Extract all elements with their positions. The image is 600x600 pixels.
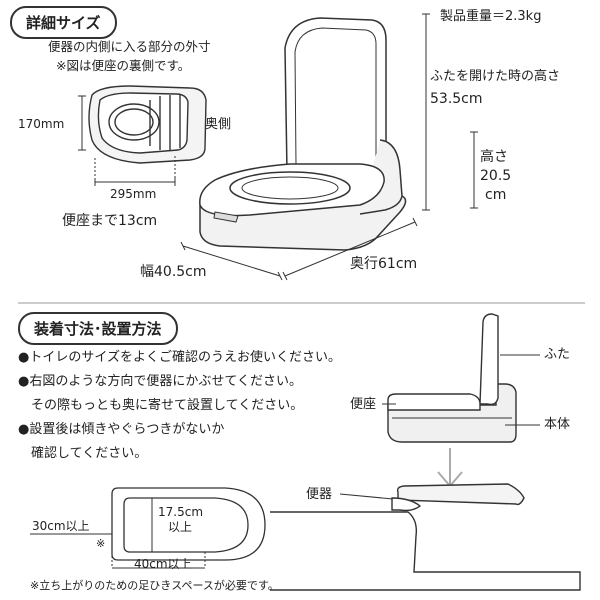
lid-open-height-value: 53.5cm: [430, 91, 483, 107]
dim-30cm-note-mark: ※: [96, 537, 106, 550]
dim-295mm-label: 295mm: [110, 187, 157, 201]
body-label: 本体: [544, 417, 571, 432]
back-side-label: 奥側: [205, 117, 232, 132]
instruction-line-2: ●右図のような方向で便器にかぶせてください。: [18, 374, 302, 389]
depth-label: 奥行61cm: [350, 256, 418, 272]
instruction-line-3: その際もっとも奥に寄せて設置してください。: [18, 398, 304, 413]
seat-label: 便座: [350, 397, 377, 412]
height-value: 20.5: [480, 168, 512, 184]
inner-dimension-desc: 便器の内側に入る部分の外寸: [48, 39, 211, 54]
dim-175cm-min: 以上: [168, 520, 193, 534]
dim-170mm-label: 170mm: [18, 117, 65, 131]
dim-175cm-label: 17.5cm: [158, 505, 204, 519]
footnote: ※立ち上がりのための足ひきスペースが必要です。: [30, 579, 279, 592]
lid-open-height-label: ふたを開けた時の高さ: [430, 69, 561, 84]
down-arrow-icon: [437, 448, 463, 488]
section-title-installation: 装着寸法･設置方法: [18, 312, 178, 345]
height-unit: cm: [485, 187, 507, 203]
product-weight: 製品重量＝2.3kg: [440, 9, 542, 24]
installed-seat-side-view: [387, 313, 517, 443]
lid-label: ふた: [544, 347, 571, 362]
to-seat-height: 便座まで13cm: [62, 213, 158, 229]
seat-underside-illustration: [88, 85, 207, 164]
dimension-lines-floor: [30, 497, 206, 569]
toilet-bowl-label: 便器: [306, 487, 333, 502]
instruction-line-4: ●設置後は傾きやぐらつきがないか: [18, 422, 225, 437]
section-title-details: 詳細サイズ: [10, 6, 117, 39]
underside-note: ※図は便座の裏側です。: [56, 58, 191, 73]
floor-plan-top-view: [111, 487, 266, 561]
toilet-bowl-side-view: [270, 483, 581, 591]
instruction-line-5: 確認してください。: [18, 446, 148, 461]
dimension-lines-main: [180, 13, 478, 281]
instruction-line-1: ●トイレのサイズをよくご確認のうえお使いください。: [18, 350, 341, 365]
dimension-lines-underside: [78, 95, 176, 186]
toilet-seat-illustration: [199, 17, 407, 251]
dim-40cm-label: 40cm以上: [134, 557, 192, 571]
dim-30cm-label: 30cm以上: [32, 519, 90, 533]
width-label: 幅40.5cm: [140, 264, 207, 280]
height-label: 高さ: [480, 149, 508, 165]
